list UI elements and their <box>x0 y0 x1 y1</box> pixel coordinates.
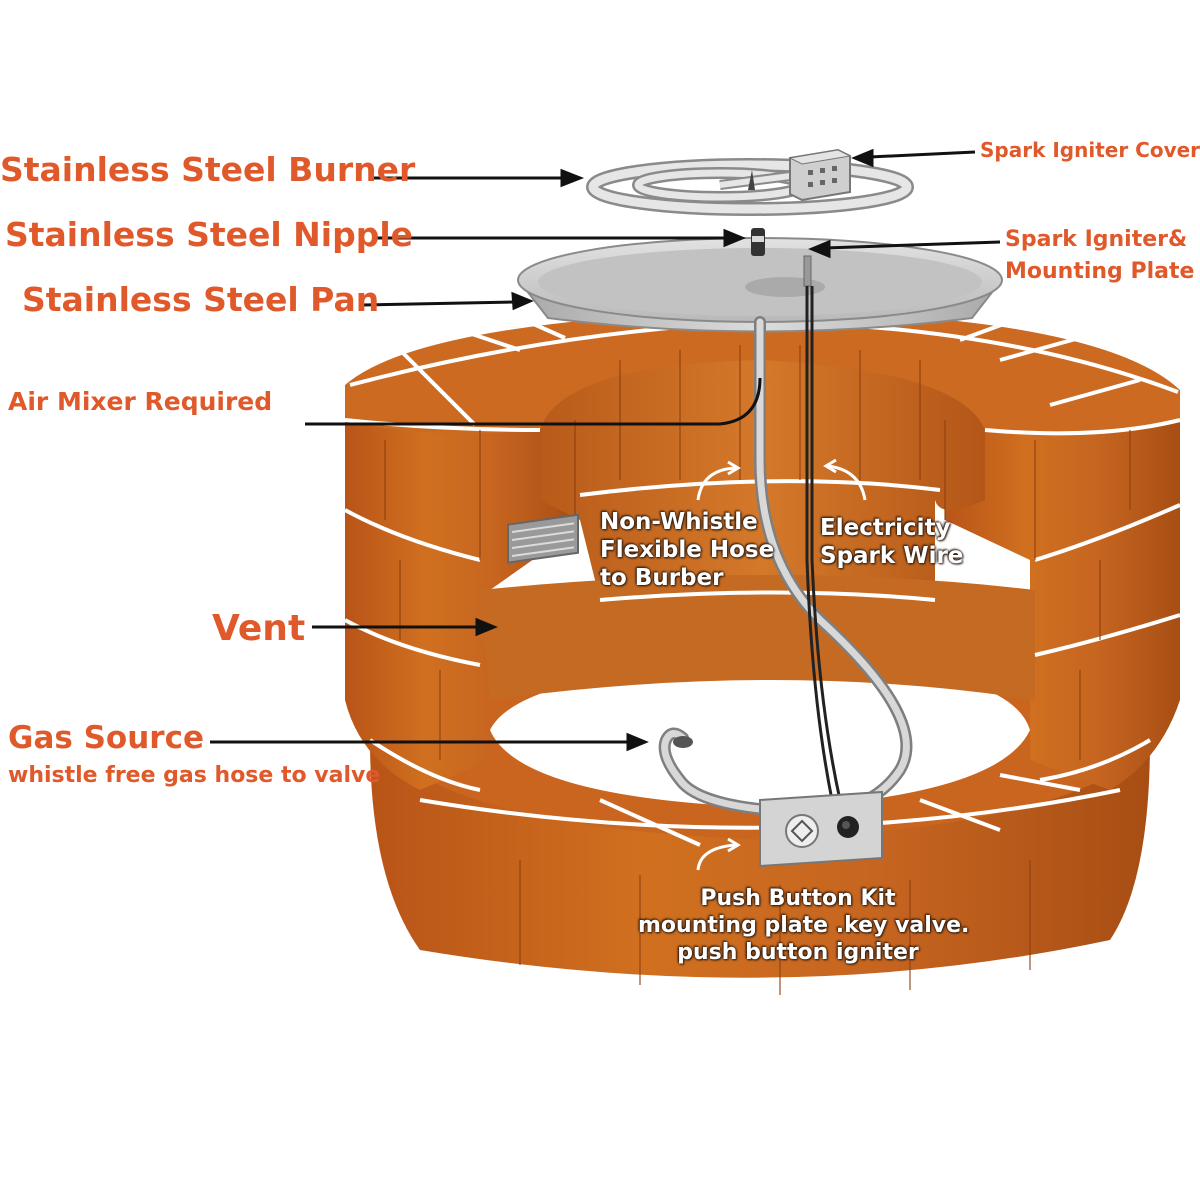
label-stainless-steel-pan: Stainless Steel Pan <box>22 280 380 319</box>
push-button-kit-plate <box>759 790 883 868</box>
label-spark-wire: Electricity Spark Wire <box>820 514 963 570</box>
label-vent: Vent <box>212 608 306 649</box>
label-spark-igniter-plate-line2: Mounting Plate <box>1005 259 1195 284</box>
label-stainless-steel-nipple: Stainless Steel Nipple <box>5 215 414 254</box>
label-spark-igniter-plate: Spark Igniter& Mounting Plate <box>1005 224 1194 288</box>
steel-burner <box>586 158 914 216</box>
igniter-plate-arrowhead <box>808 239 831 259</box>
label-gas-source-sub: whistle free gas hose to valve <box>8 763 381 788</box>
nipple-arrowhead <box>723 228 746 248</box>
label-spark-wire-line2: Spark Wire <box>820 543 964 570</box>
burner-arrowhead <box>560 168 585 188</box>
label-stainless-steel-burner: Stainless Steel Burner <box>0 150 416 189</box>
label-spark-igniter-plate-line1: Spark Igniter& <box>1005 227 1188 252</box>
vent-grille <box>507 513 579 564</box>
igniter-cover-arrowhead <box>851 148 874 168</box>
label-flexible-hose-line1: Non-Whistle <box>600 509 758 535</box>
label-push-button-kit: Push Button Kit mounting plate .key valv… <box>638 886 970 966</box>
label-flexible-hose-line3: to Burber <box>600 565 724 592</box>
vent-arrowhead <box>475 617 498 637</box>
leader-lines <box>210 148 1001 752</box>
steel-nipple <box>751 228 765 256</box>
spark-wire <box>805 286 842 801</box>
spark-igniter-cover <box>788 148 852 202</box>
air-mixer-leader-curve <box>719 377 762 426</box>
curved-arrows <box>696 458 867 871</box>
label-flexible-hose: Non-Whistle Flexible Hose to Burber <box>600 508 774 592</box>
label-push-button-kit-line2: mounting plate .key valve. <box>638 912 970 938</box>
igniter-plate-leader <box>824 240 1001 250</box>
gas-source-arrowhead <box>626 732 649 752</box>
label-push-button-kit-line3: push button igniter <box>677 939 919 965</box>
label-gas-source: Gas Source <box>8 720 204 756</box>
igniter-cover-leader <box>869 150 976 159</box>
label-air-mixer-required: Air Mixer Required <box>8 387 273 416</box>
brick-ring <box>344 310 1181 995</box>
pan-arrowhead <box>511 291 534 311</box>
label-spark-wire-line1: Electricity <box>820 515 951 541</box>
steel-pan <box>517 237 1003 333</box>
label-flexible-hose-line2: Flexible Hose <box>600 537 775 564</box>
label-push-button-kit-line1: Push Button Kit <box>700 886 896 911</box>
pan-leader <box>361 300 516 307</box>
label-spark-igniter-cover: Spark Igniter Cover <box>980 138 1200 162</box>
